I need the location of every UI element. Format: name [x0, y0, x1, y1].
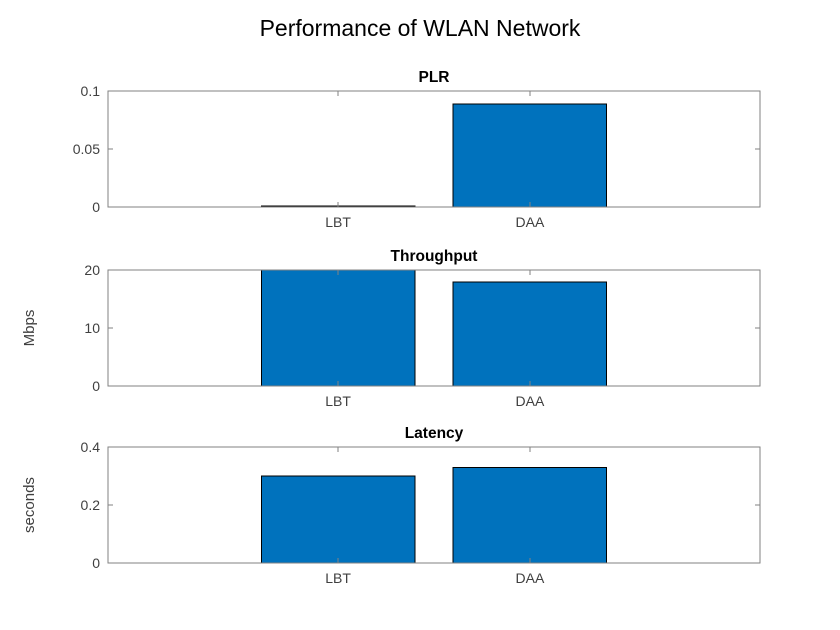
- y-tick-label: 0: [92, 378, 100, 394]
- y-axis-label: seconds: [21, 477, 38, 533]
- bar-daa: [452, 103, 608, 208]
- y-tick-label: 10: [84, 320, 100, 336]
- figure-title: Performance of WLAN Network: [259, 15, 581, 41]
- x-tick-label: LBT: [325, 570, 351, 586]
- subplot-title: Throughput: [391, 248, 478, 265]
- subplot-title: PLR: [419, 69, 450, 86]
- y-tick-label: 0.4: [81, 439, 101, 455]
- axis-box: [107, 90, 761, 208]
- y-tick-label: 0.05: [73, 141, 100, 157]
- y-tick-label: 0.1: [81, 83, 101, 99]
- bar-lbt: [260, 269, 416, 387]
- y-tick-label: 20: [84, 262, 100, 278]
- x-tick-label: LBT: [325, 214, 351, 230]
- x-tick-label: DAA: [516, 214, 545, 230]
- bar-daa: [452, 466, 608, 564]
- x-tick-label: LBT: [325, 393, 351, 409]
- x-tick-label: DAA: [516, 570, 545, 586]
- subplot-title: Latency: [405, 425, 464, 442]
- bar-daa: [452, 281, 608, 387]
- x-tick-label: DAA: [516, 393, 545, 409]
- axis-box: [107, 446, 761, 564]
- y-tick-label: 0.2: [81, 497, 101, 513]
- y-axis-label: Mbps: [21, 310, 38, 347]
- bar-lbt: [260, 475, 416, 564]
- y-tick-label: 0: [92, 199, 100, 215]
- axis-box: [107, 269, 761, 387]
- y-tick-label: 0: [92, 555, 100, 571]
